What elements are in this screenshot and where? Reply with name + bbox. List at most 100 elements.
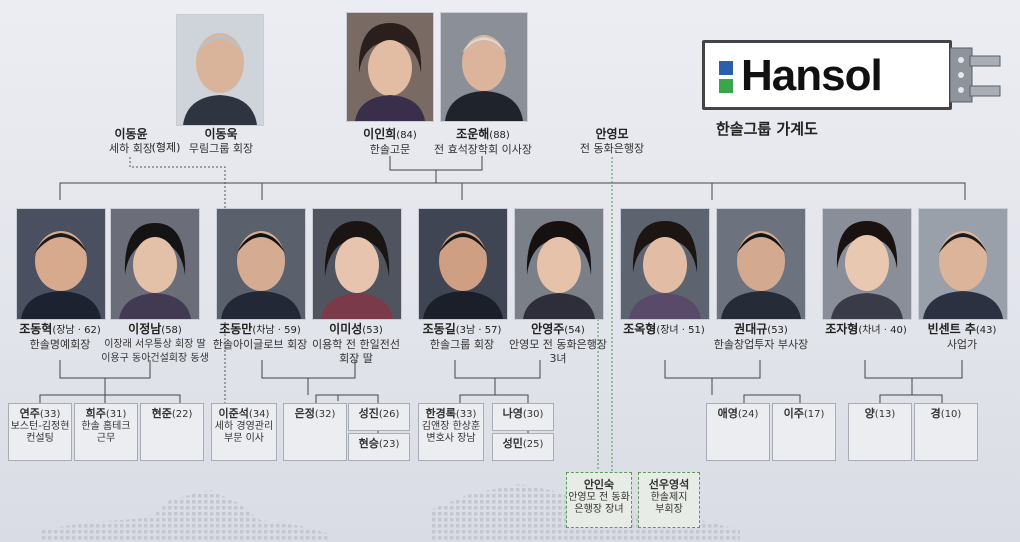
desc2-han-gyeongrok: 변호사 장남: [426, 433, 476, 444]
child-box-aeyoung: 애영(24): [706, 403, 770, 461]
name-lee-inhee: 이인희: [363, 127, 397, 141]
desc-heeju: 한솔 홈테크: [81, 421, 131, 432]
caption-cho-jahyung: 조자형(차녀 · 40): [816, 322, 916, 338]
child-box-eunjeong: 은정(32): [283, 403, 347, 461]
desc-lee-jeongnam: 이장래 서우통상 회장 딸: [104, 339, 206, 350]
name-kwon-daegyu: 권대규: [734, 322, 768, 336]
child-box-ahn-insuk: 안인숙 안영모 전 동화 은행장 장녀: [566, 472, 632, 528]
age-cho-okhyung: (장녀 · 51): [656, 325, 705, 336]
child-box-seongmin: 성민(25): [492, 433, 554, 461]
caption-cho-donggil: 조동길(3남 · 57) 한솔그룹 회장: [412, 322, 512, 352]
age-lee-miseong: (53): [362, 325, 383, 336]
desc-lee-miseong: 이용학 전 한일전선: [312, 338, 400, 351]
portrait-lee-donguk: [176, 14, 264, 126]
age-cho-donggil: (3남 · 57): [455, 325, 502, 336]
portrait-kwon-daegyu: [716, 208, 806, 320]
desc2-lee-miseong: 회장 딸: [339, 352, 373, 365]
child-box-yeonju: 연주(33) 보스턴-김정현 컨설팅: [8, 403, 72, 461]
desc-cho-dongman: 한솔아이글로브 회장: [212, 338, 308, 351]
age-seongjin: (26): [378, 409, 400, 420]
child-box-seonwoo-youngseok: 선우영석 한솔제지 부회장: [638, 472, 700, 528]
name-yang: 양: [864, 407, 875, 420]
caption-vincent-chu: 빈센트 추(43) 사업가: [912, 322, 1012, 352]
age-vincent-chu: (43): [975, 325, 997, 336]
child-box-seongjin: 성진(26): [348, 403, 410, 431]
child-box-iju: 이주(17): [772, 403, 836, 461]
name-vincent-chu: 빈센트 추: [927, 322, 976, 336]
desc2-lee-junseok: 부문 이사: [224, 433, 264, 444]
name-nayoung: 나영: [502, 407, 523, 420]
caption-ahn-youngju: 안영주(54) 안영모 전 동화은행장 3녀: [502, 322, 614, 366]
desc2-ahn-youngju: 3녀: [549, 352, 567, 365]
name-seongmin: 성민: [502, 437, 523, 450]
caption-lee-dongyoon: 이동윤 세하 회장: [96, 127, 166, 156]
name-seongjin: 성진: [358, 407, 379, 420]
name-ahn-youngmo: 안영모: [595, 127, 629, 141]
age-gyeong: (10): [940, 409, 962, 420]
name-lee-junseok: 이준석: [218, 407, 249, 420]
portrait-cho-dongman: [216, 208, 306, 320]
desc2-ahn-insuk: 은행장 장녀: [574, 504, 624, 515]
relation-brothers: (형제): [151, 141, 181, 154]
desc-cho-unhae: 전 효석장학회 이사장: [433, 143, 533, 156]
name-cho-jahyung: 조자형: [825, 322, 859, 336]
name-ahn-youngju: 안영주: [531, 322, 565, 336]
name-cho-donggil: 조동길: [422, 322, 456, 336]
desc-lee-donguk: 무림그룹 회장: [188, 142, 254, 155]
portrait-lee-miseong: [312, 208, 402, 320]
caption-cho-okhyung: 조옥형(장녀 · 51): [614, 322, 714, 338]
name-hyeonjun: 현준: [151, 407, 172, 420]
age-lee-jeongnam: (58): [161, 325, 182, 336]
age-aeyoung: (24): [737, 409, 759, 420]
child-box-heeju: 희주(31) 한솔 홈테크 근무: [74, 403, 138, 461]
name-ahn-insuk: 안인숙: [583, 478, 615, 491]
caption-lee-jeongnam: 이정남(58) 이장래 서우통상 회장 딸 이용구 동아건설회장 동생: [90, 322, 220, 366]
name-lee-dongyoon: 이동윤: [114, 127, 148, 141]
name-yeonju: 연주: [19, 407, 40, 420]
name-cho-unhae: 조운해: [456, 127, 490, 141]
name-aeyoung: 애영: [717, 407, 738, 420]
name-seonwoo-youngseok: 선우영석: [648, 478, 690, 491]
child-box-hyeonjun: 현준(22): [140, 403, 204, 461]
child-box-nayoung: 나영(30): [492, 403, 554, 431]
desc2-heeju: 근무: [96, 433, 116, 444]
age-lee-inhee: (84): [396, 130, 417, 141]
caption-lee-miseong: 이미성(53) 이용학 전 한일전선 회장 딸: [306, 322, 406, 366]
desc-lee-dongyoon: 세하 회장: [109, 142, 153, 155]
desc-yeonju: 보스턴-김정현: [10, 421, 70, 432]
desc-lee-inhee: 한솔고문: [369, 143, 411, 156]
desc-lee-junseok: 세하 경영관리: [214, 421, 274, 432]
age-yang: (13): [874, 409, 896, 420]
relation-brothers-label: (형제): [146, 141, 186, 155]
child-box-yang: 양(13): [848, 403, 912, 461]
portrait-cho-okhyung: [620, 208, 710, 320]
child-box-hyeonseung: 현승(23): [348, 433, 410, 461]
age-cho-jahyung: (차녀 · 40): [858, 325, 907, 336]
age-cho-dongman: (차남 · 59): [252, 325, 301, 336]
child-box-lee-junseok: 이준석(34) 세하 경영관리 부문 이사: [211, 403, 277, 461]
name-han-gyeongrok: 한경록: [425, 407, 456, 420]
hansol-logo-mark-icon: [719, 61, 733, 93]
age-heeju: (31): [105, 409, 127, 420]
desc-seonwoo-youngseok: 한솔제지: [650, 492, 688, 503]
chart-title: 한솔그룹 가계도: [716, 120, 818, 138]
caption-cho-dongman: 조동만(차남 · 59) 한솔아이글로브 회장: [210, 322, 310, 352]
caption-lee-inhee: 이인희(84) 한솔고문: [340, 127, 440, 157]
name-hyeonseung: 현승: [358, 437, 379, 450]
age-han-gyeongrok: (33): [455, 409, 477, 420]
desc-cho-donghyuk: 한솔명예회장: [29, 338, 91, 351]
caption-lee-donguk: 이동욱 무림그룹 회장: [178, 127, 264, 156]
name-iju: 이주: [783, 407, 804, 420]
portrait-cho-jahyung: [822, 208, 912, 320]
hansol-logo-text: Hansol: [741, 51, 883, 100]
age-nayoung: (30): [522, 409, 544, 420]
desc-ahn-insuk: 안영모 전 동화: [568, 492, 630, 503]
name-cho-dongman: 조동만: [219, 322, 253, 336]
portrait-vincent-chu: [918, 208, 1008, 320]
name-eunjeong: 은정: [294, 407, 315, 420]
child-box-gyeong: 경(10): [914, 403, 978, 461]
name-lee-donguk: 이동욱: [204, 127, 238, 141]
desc-han-gyeongrok: 김앤장 한상훈: [421, 421, 481, 432]
portrait-ahn-youngju: [514, 208, 604, 320]
